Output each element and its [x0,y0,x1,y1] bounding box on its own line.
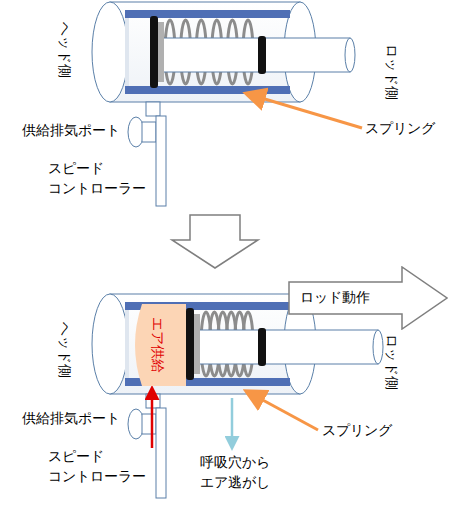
transition-arrow [172,215,258,268]
piston-rod [198,330,378,364]
part-name: 供給排気ポート [22,408,120,428]
cylinder-extended [92,294,383,498]
side-label: ロッド側 [382,44,402,100]
tube-wall [125,86,290,94]
arrow-shape [289,267,447,329]
chamber-label: エア供給 [148,317,166,373]
air-supply-arrow [151,390,154,448]
side-label: ロッド側 [382,334,402,390]
note-text: 呼吸穴から エア逃がし [200,452,290,492]
supply-port [146,102,160,116]
part-name: 供給排気ポート [22,120,120,140]
side-label: ヘッド側 [55,322,75,378]
head-face [125,310,129,378]
speed-controller [142,414,156,434]
piston [186,308,194,380]
piston [158,22,164,82]
head-cover [92,2,128,102]
head-cover [92,294,128,394]
motion-arrow: ロッド動作 [288,266,448,330]
rod-bushing [258,36,266,74]
rod-end [345,38,355,72]
piston-rod [162,38,350,72]
piston [150,16,158,88]
speed-controller [142,122,156,142]
motion-label: ロッド動作 [300,289,370,307]
cylinder-retracted [92,2,355,206]
air-pipe [156,116,166,206]
air-chamber: エア供給 [128,304,186,386]
rod-end [373,330,383,364]
part-name: スプリング [322,420,392,440]
chamber-fill [135,304,186,386]
part-name: スピード コントローラー [48,446,158,486]
rod-bushing [258,328,266,366]
part-name: スピード コントローラー [48,158,158,198]
leader-line [248,392,318,430]
air-vent-arrow [231,398,234,446]
part-name: スプリング [365,118,435,138]
leader-line [248,94,362,128]
side-label: ヘッド側 [55,22,75,78]
piston [194,314,200,374]
air-pipe [156,408,166,498]
tube-wall [125,10,290,18]
head-face [125,18,129,86]
